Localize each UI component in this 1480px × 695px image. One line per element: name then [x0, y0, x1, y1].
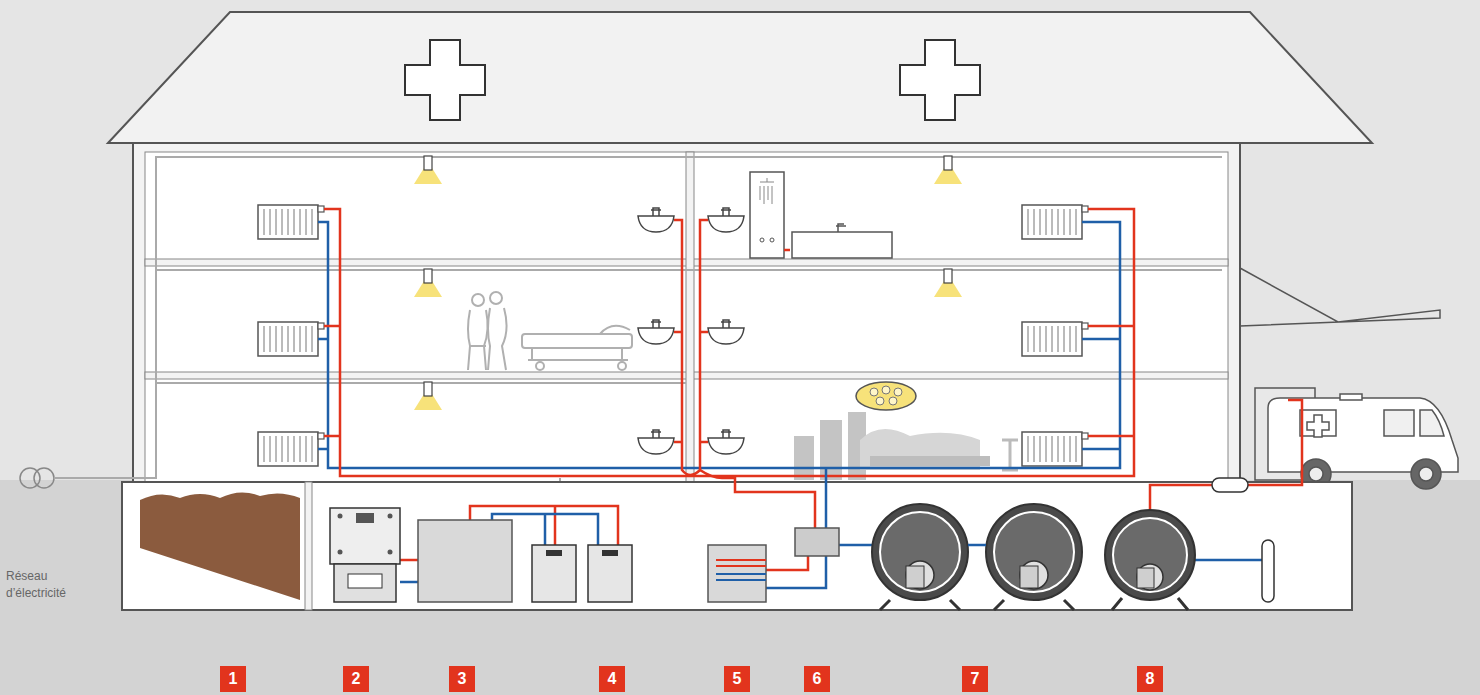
- callout-text: 1: [229, 671, 238, 687]
- callout-number: 8: [1137, 666, 1163, 692]
- callout-text: 4: [608, 671, 617, 687]
- callout-number: 6: [804, 666, 830, 692]
- callout-number: 7: [962, 666, 988, 692]
- callout-text: 6: [813, 671, 822, 687]
- callout-number: 5: [724, 666, 750, 692]
- callout-text: 2: [352, 671, 361, 687]
- callout-text: 5: [733, 671, 742, 687]
- grid-label: Réseau d’électricité: [6, 568, 90, 603]
- callout-number: 1: [220, 666, 246, 692]
- callout-number: 4: [599, 666, 625, 692]
- callout-number: 2: [343, 666, 369, 692]
- callout-text: 7: [971, 671, 980, 687]
- callout-text: 3: [458, 671, 467, 687]
- callout-text: 8: [1146, 671, 1155, 687]
- callout-number: 3: [449, 666, 475, 692]
